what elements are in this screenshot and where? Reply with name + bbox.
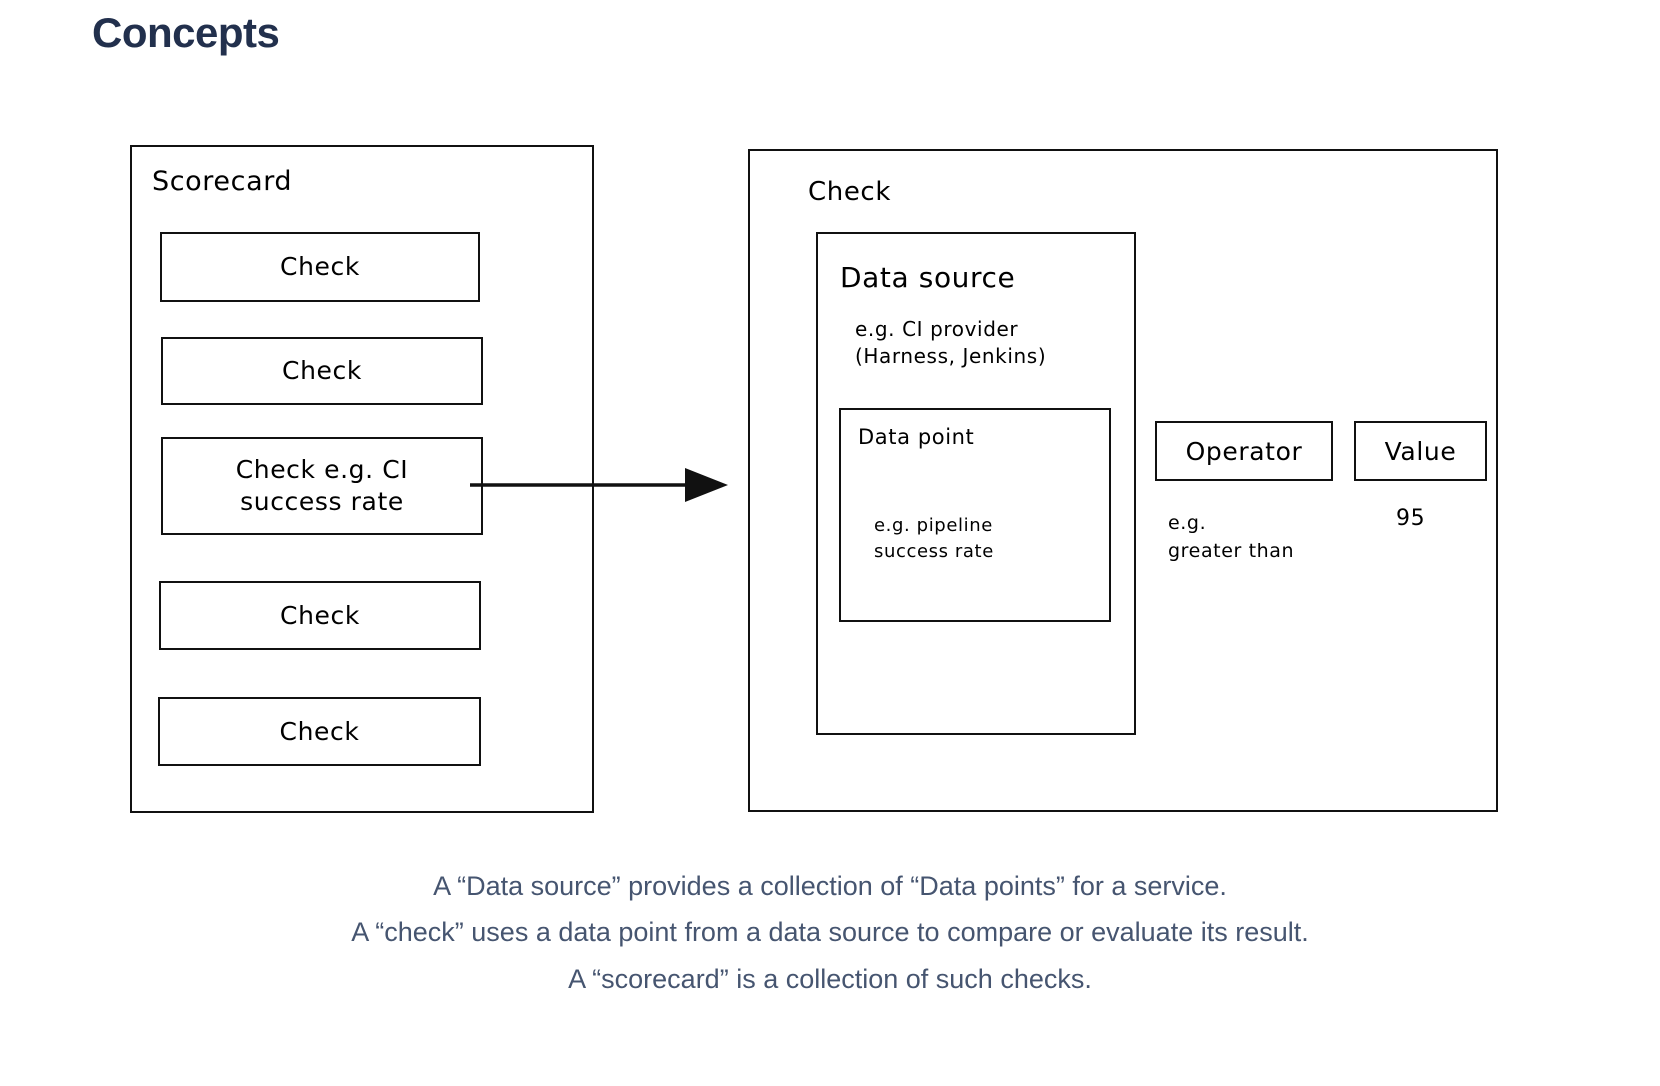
scorecard-check-item-3[interactable]: Check e.g. CI success rate xyxy=(161,437,483,535)
scorecard-panel-label: Scorecard xyxy=(152,166,293,197)
page-title: Concepts xyxy=(92,9,280,56)
caption-line-1: A “Data source” provides a collection of… xyxy=(433,871,1227,901)
value-example: 95 xyxy=(1396,506,1426,531)
check-detail-panel-label: Check xyxy=(808,177,891,207)
caption-block: A “Data source” provides a collection of… xyxy=(0,863,1660,1002)
data-source-example: e.g. CI provider (Harness, Jenkins) xyxy=(855,317,1047,368)
value-box[interactable]: Value xyxy=(1354,421,1487,481)
operator-example: e.g. greater than xyxy=(1168,512,1295,562)
data-source-title: Data source xyxy=(840,261,1016,294)
scorecard-check-item-4[interactable]: Check xyxy=(159,581,481,650)
scorecard-check-item-5[interactable]: Check xyxy=(158,697,481,766)
data-point-box[interactable] xyxy=(839,408,1111,622)
data-point-title: Data point xyxy=(858,425,975,449)
scorecard-check-item-1[interactable]: Check xyxy=(160,232,480,302)
scorecard-check-item-2[interactable]: Check xyxy=(161,337,483,405)
caption-line-3: A “scorecard” is a collection of such ch… xyxy=(568,963,1092,994)
caption-line-2: A “check” uses a data point from a data … xyxy=(351,917,1309,948)
data-point-example: e.g. pipeline success rate xyxy=(874,515,994,563)
operator-box[interactable]: Operator xyxy=(1155,421,1333,481)
